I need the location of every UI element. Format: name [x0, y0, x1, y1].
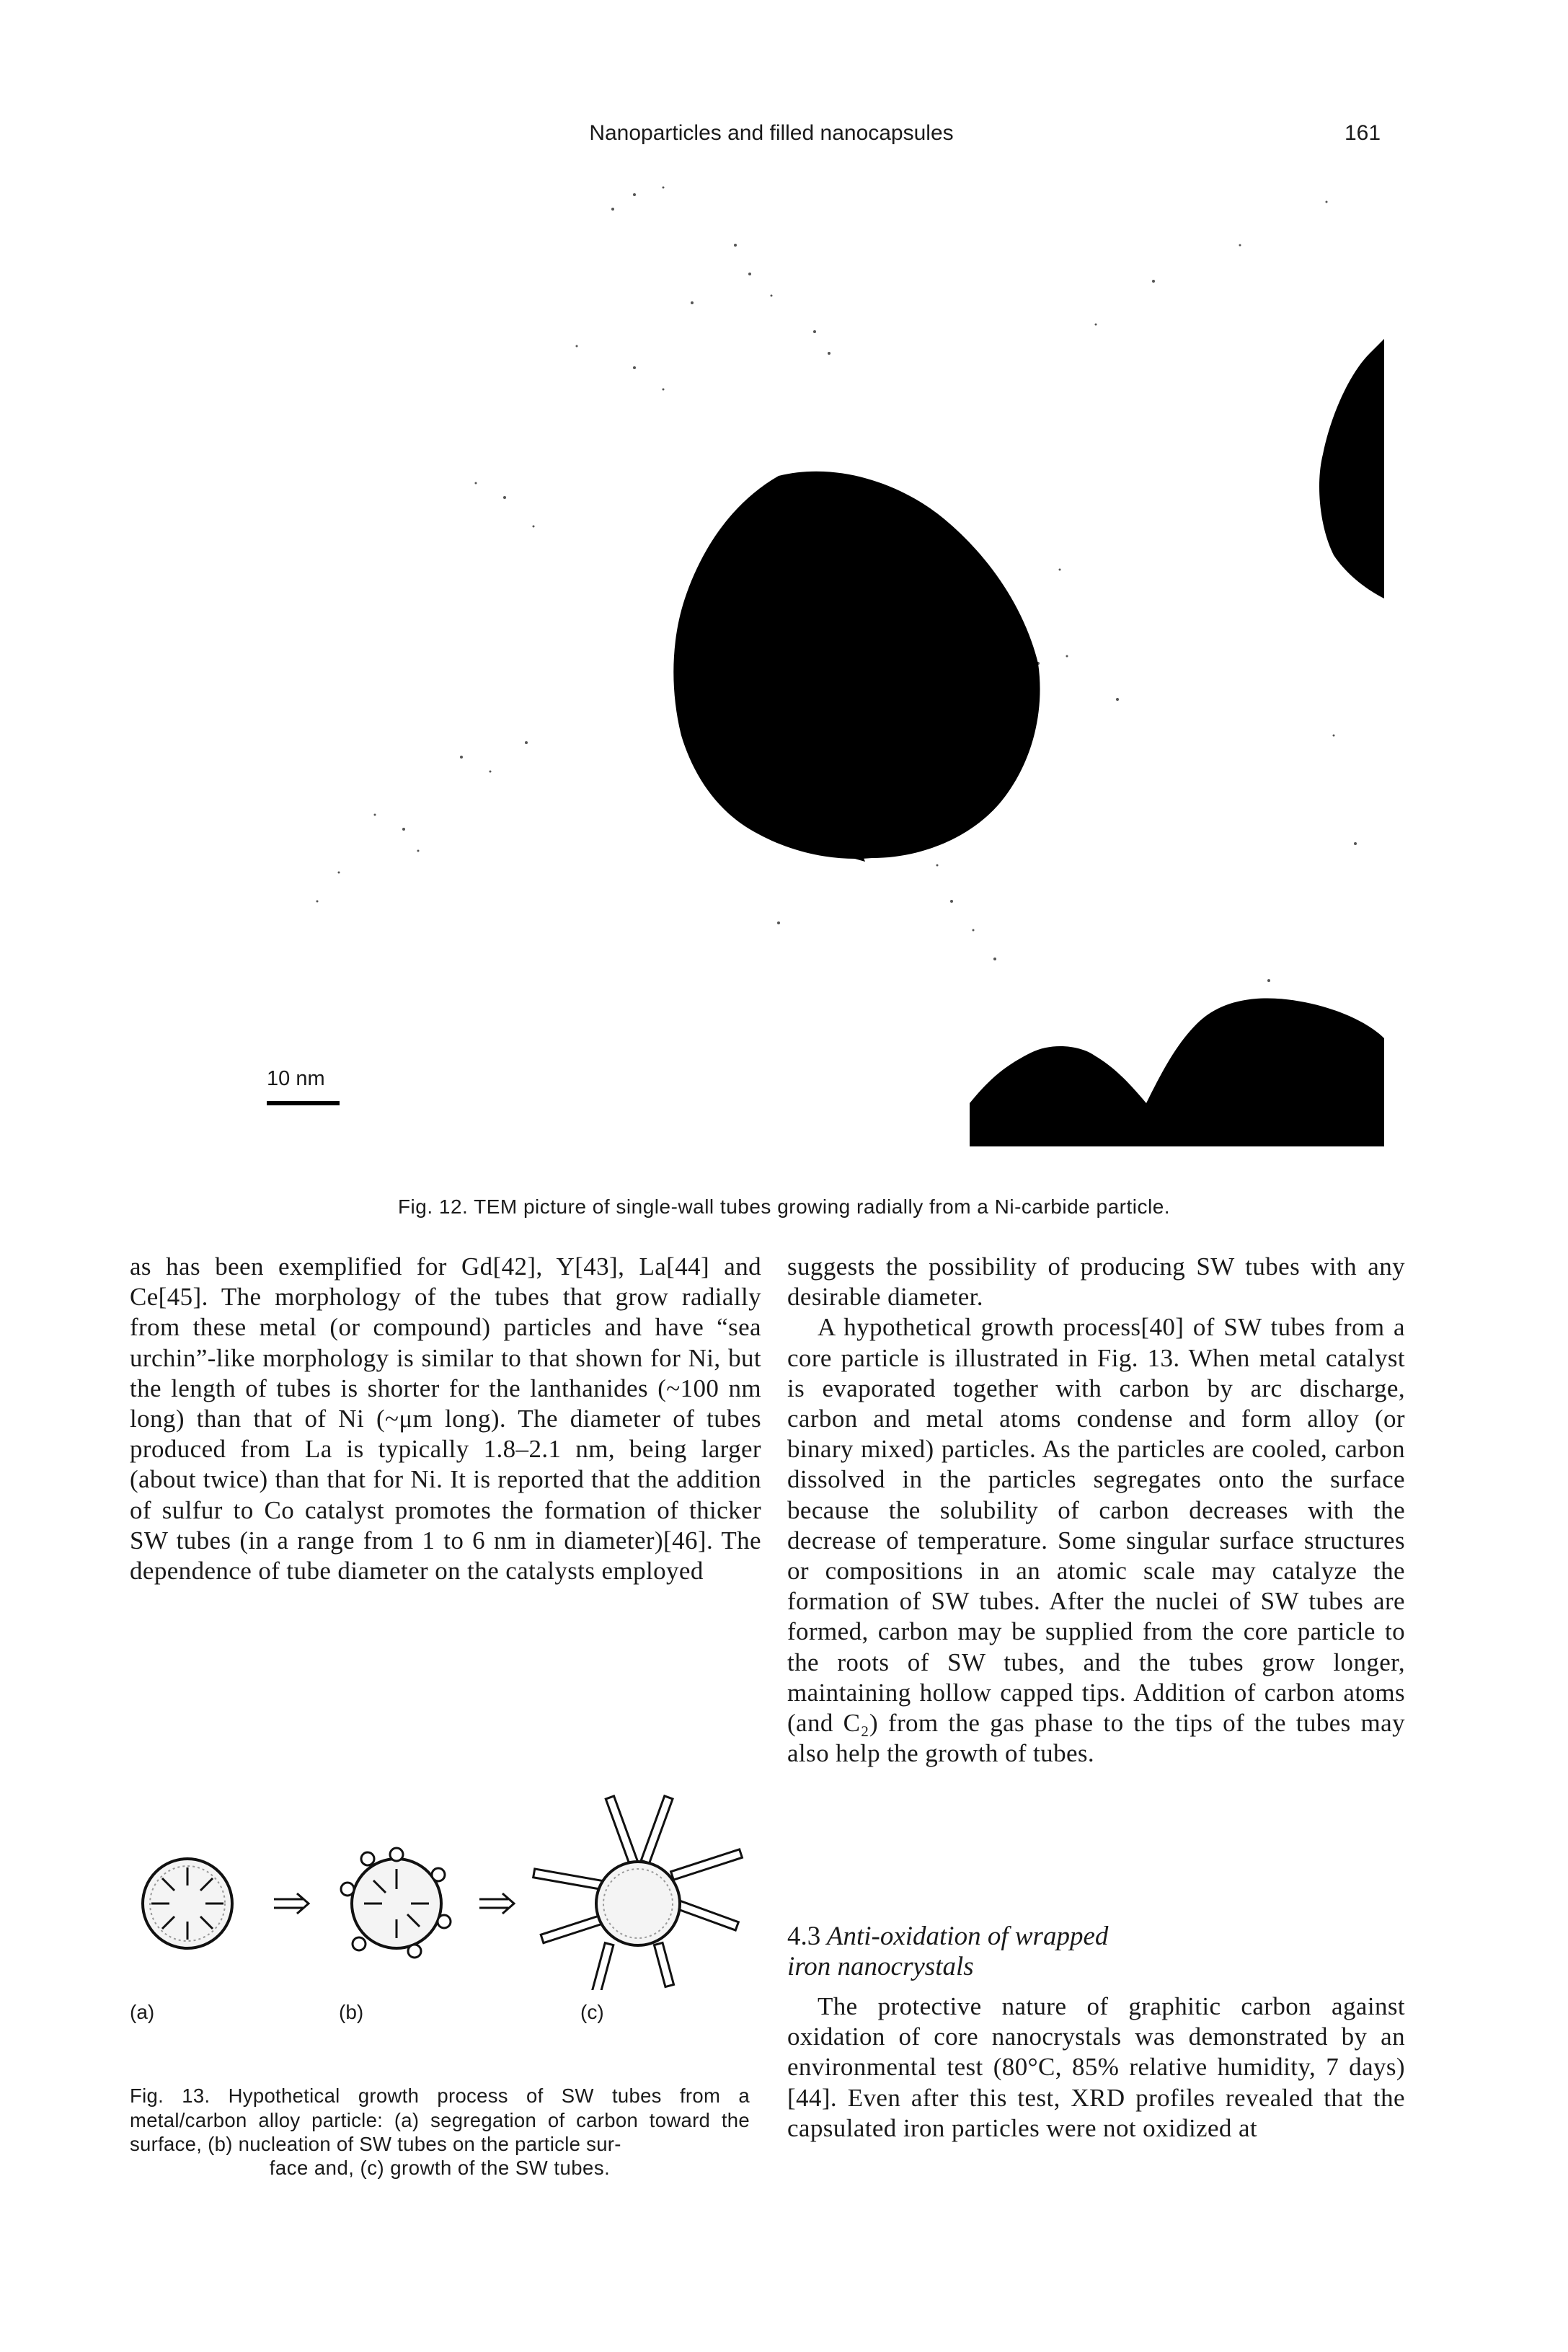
paragraph-diameter: suggests the possibility of producing SW… [787, 1252, 1405, 1312]
figure-13-label-b: (b) [339, 2001, 364, 2023]
left-column-text: as has been exemplified for Gd[42], Y[43… [130, 1252, 761, 1586]
edge-particle-right [1319, 339, 1384, 598]
paragraph-anti-oxidation: The protective nature of graphitic carbo… [787, 1992, 1405, 2142]
figure-13-label-c: (c) [580, 2001, 604, 2023]
figure-12-tem-image: 10 nm [231, 166, 1384, 1161]
particle-b [340, 1847, 452, 1959]
figure-13-diagram: (a) (b) (c) [130, 1781, 750, 2023]
figure-12-caption: Fig. 12. TEM picture of single-wall tube… [397, 1195, 1171, 1218]
tem-micrograph [231, 166, 1384, 1161]
particle-fringe [735, 793, 865, 862]
particle-c [531, 1794, 744, 1996]
page-number: 161 [1345, 121, 1381, 145]
figure-13-label-a: (a) [130, 2001, 155, 2023]
growth-process-diagram [141, 1794, 744, 1996]
running-head: Nanoparticles and filled nanocapsules 16… [0, 121, 1568, 156]
section-heading: 4.3 Anti-oxidation of wrapped iron nanoc… [787, 1922, 1405, 1982]
process-arrow-2 [479, 1892, 516, 1915]
central-particle [673, 471, 1040, 859]
section-title-line1: Anti-oxidation of wrapped [826, 1922, 1109, 1951]
particle-a [141, 1857, 234, 1950]
section-number: 4.3 [787, 1922, 821, 1951]
scale-bar [267, 1101, 340, 1105]
process-arrow-1 [274, 1892, 311, 1915]
right-column-text: suggests the possibility of producing SW… [787, 1252, 1405, 1769]
figure-13-caption: Fig. 13. Hypothetical growth process of … [130, 2084, 750, 2155]
figure-13-caption-last-line: face and, (c) growth of the SW tubes. [269, 2157, 611, 2179]
paragraph-growth-process: A hypothetical growth process[40] of SW … [787, 1313, 1405, 1768]
section-title-line2: iron nanocrystals [787, 1952, 974, 1981]
scale-bar-label: 10 nm [267, 1067, 325, 1090]
running-title: Nanoparticles and filled nanocapsules [589, 121, 954, 145]
edge-particles-bottom [970, 998, 1384, 1146]
right-column-text-bottom: The protective nature of graphitic carbo… [787, 1991, 1405, 2144]
